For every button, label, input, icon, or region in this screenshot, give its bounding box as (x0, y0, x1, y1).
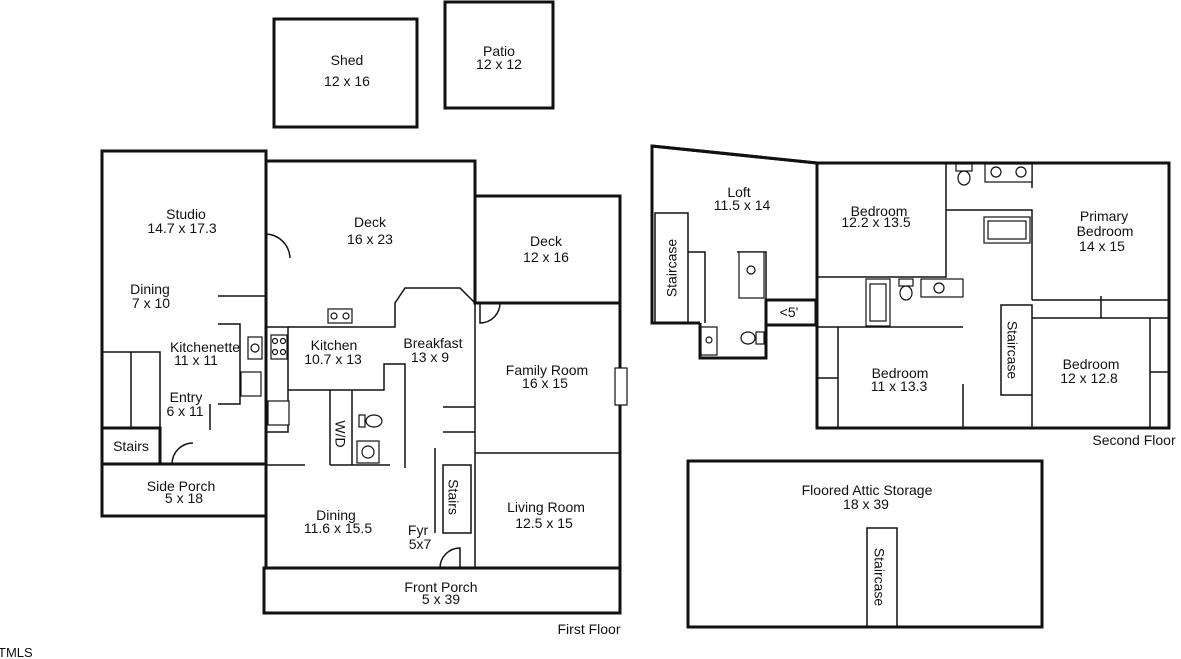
shed-outline (272, 17, 419, 129)
entry-size: 6 x 11 (166, 403, 203, 419)
dining2-name: Dining (316, 507, 356, 523)
frontporch-size: 5 x 39 (422, 591, 460, 607)
loft-name: Loft (727, 184, 750, 200)
kitchen-size: 10.7 x 13 (304, 351, 362, 367)
primary-name-1: Primary (1080, 208, 1128, 224)
fyr-name: Fyr (408, 522, 429, 538)
bedroom3-name: Bedroom (1063, 356, 1120, 372)
staircase3-name: Staircase (871, 548, 887, 607)
labels: Shed 12 x 16 Patio 12 x 12 Studio 14.7 x… (113, 43, 1176, 637)
family-name: Family Room (506, 362, 588, 378)
studio-size: 14.7 x 17.3 (147, 220, 216, 236)
studio-name: Studio (166, 206, 206, 222)
deck1-size: 16 x 23 (347, 231, 393, 247)
kitchenette-size: 11 x 11 (174, 352, 218, 368)
first-floor-doors (171, 233, 501, 569)
second-floor-fixtures (700, 163, 1033, 356)
second-floor-caption: Second Floor (1092, 432, 1176, 448)
living-size: 12.5 x 15 (515, 515, 573, 531)
watermark-logo: TMLS (0, 645, 33, 659)
staircase2-name: Staircase (1004, 321, 1020, 380)
dining1-name: Dining (130, 281, 170, 297)
bedroom2-name: Bedroom (872, 365, 929, 381)
patio-outline (443, 0, 555, 110)
second-floor-walls (650, 144, 1171, 430)
attic-walls (686, 459, 1044, 629)
family-size: 16 x 15 (522, 375, 568, 391)
first-floor-walls (100, 149, 622, 615)
bedroom1-name: Bedroom (851, 203, 908, 219)
bedroom1-size: 12.2 x 13.5 (841, 214, 910, 230)
kitchen-name: Kitchen (311, 337, 358, 353)
low-ceiling-label: <5' (780, 304, 799, 320)
dining1-size: 7 x 10 (132, 295, 170, 311)
entry-name: Entry (170, 389, 203, 405)
primary-name-2: Bedroom (1077, 223, 1134, 239)
sideporch-name: Side Porch (147, 478, 215, 494)
attic-name: Floored Attic Storage (802, 482, 933, 498)
fyr-size: 5x7 (409, 536, 432, 552)
deck1-name: Deck (354, 214, 387, 230)
dining2-size: 11.6 x 15.5 (304, 520, 372, 536)
staircase1-name: Staircase (664, 239, 680, 298)
sideporch-size: 5 x 18 (165, 490, 203, 506)
loft-size: 11.5 x 14 (714, 197, 771, 213)
kitchenette-name: Kitchenette (170, 339, 240, 355)
stairs2-name: Stairs (445, 479, 461, 515)
patio-name: Patio (483, 43, 515, 59)
deck2-name: Deck (530, 233, 563, 249)
primary-size: 14 x 15 (1079, 238, 1125, 254)
first-floor-caption: First Floor (558, 621, 621, 637)
bedroom3-size: 12 x 12.8 (1060, 370, 1118, 386)
bedroom2-size: 11 x 13.3 (871, 378, 928, 394)
deck2-size: 12 x 16 (523, 249, 569, 265)
first-floor-interior (102, 287, 628, 568)
breakfast-size: 13 x 9 (411, 349, 449, 365)
frontporch-name: Front Porch (404, 579, 477, 595)
second-floor-interior (688, 163, 1169, 428)
attic-size: 18 x 39 (843, 496, 889, 512)
shed-size: 12 x 16 (324, 73, 370, 89)
wd-label: W/D (332, 420, 348, 447)
breakfast-name: Breakfast (403, 335, 462, 351)
living-name: Living Room (507, 499, 585, 515)
shed-name: Shed (331, 52, 364, 68)
stairs1-name: Stairs (113, 438, 149, 454)
patio-size: 12 x 12 (476, 56, 522, 72)
first-floor-fixtures (240, 308, 383, 464)
